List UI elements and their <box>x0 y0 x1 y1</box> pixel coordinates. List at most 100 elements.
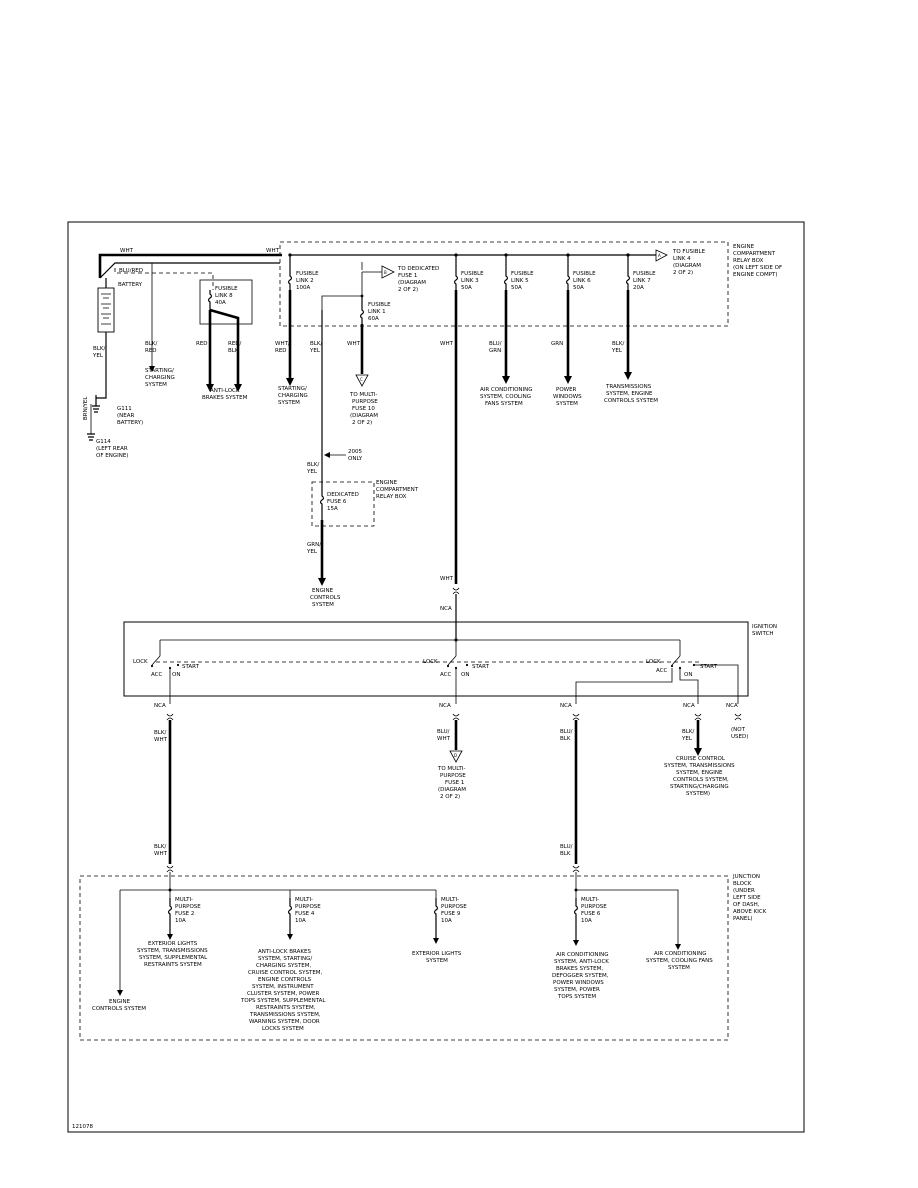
svg-text:40A: 40A <box>215 300 226 306</box>
svg-text:PURPOSE: PURPOSE <box>352 399 378 405</box>
svg-text:B: B <box>384 270 387 275</box>
arrow-down-icon <box>167 934 173 940</box>
svg-text:WHT: WHT <box>347 341 361 347</box>
arrow-down-icon <box>433 938 439 944</box>
wire-red-blk-abs <box>209 308 240 388</box>
engine-controls-label-1: ENGINE CONTROLS SYSTEM <box>310 588 341 608</box>
svg-text:POWER: POWER <box>556 387 577 393</box>
svg-text:EXTERIOR LIGHTS: EXTERIOR LIGHTS <box>148 941 198 947</box>
arrow-left-icon <box>324 452 330 458</box>
svg-text:BLK/: BLK/ <box>310 341 322 347</box>
dedicated-fuse-1-label: TO DEDICATED FUSE 1 (DIAGRAM 2 OF 2) <box>397 266 439 293</box>
svg-text:(UNDER: (UNDER <box>733 888 755 894</box>
svg-text:ACC: ACC <box>656 668 668 674</box>
svg-text:BLU/: BLU/ <box>560 844 573 850</box>
fuse-icon <box>319 488 325 520</box>
ignition-bus <box>159 639 681 656</box>
svg-text:CHARGING SYSTEM,: CHARGING SYSTEM, <box>256 963 311 969</box>
connector-icon <box>572 865 580 873</box>
svg-text:LINK 2: LINK 2 <box>296 278 314 284</box>
svg-text:20A: 20A <box>633 285 644 291</box>
dedicated-fuse-6-box-label: ENGINE COMPARTMENT RELAY BOX <box>376 480 419 500</box>
mp-fuse-6-label: MULTI- PURPOSE FUSE 6 10A <box>581 897 607 924</box>
svg-text:RED: RED <box>275 348 287 354</box>
svg-text:FUSIBLE: FUSIBLE <box>573 271 596 277</box>
svg-text:BLU/: BLU/ <box>489 341 502 347</box>
svg-text:RED: RED <box>145 348 157 354</box>
svg-text:SYSTEM, INSTRUMENT: SYSTEM, INSTRUMENT <box>252 984 314 990</box>
fuse-icon <box>287 898 293 936</box>
svg-text:LOCK: LOCK <box>646 659 661 665</box>
svg-text:CRUISE CONTROL: CRUISE CONTROL <box>676 756 726 762</box>
svg-text:RELAY BOX: RELAY BOX <box>733 258 764 264</box>
arrow-down-icon <box>149 366 155 372</box>
svg-text:USED): USED) <box>731 734 748 740</box>
svg-text:PANEL): PANEL) <box>733 916 753 922</box>
wire-label-brn-yel: BRN/YEL <box>83 396 89 420</box>
svg-text:BLK/: BLK/ <box>612 341 624 347</box>
svg-text:A: A <box>658 253 661 258</box>
svg-text:FUSE 1: FUSE 1 <box>398 273 417 279</box>
svg-text:LOCK: LOCK <box>423 659 438 665</box>
svg-text:LINK 7: LINK 7 <box>633 278 651 284</box>
svg-text:2005: 2005 <box>348 449 362 455</box>
fusible-link-8-label: FUSIBLE LINK 8 40A <box>215 286 238 306</box>
svg-text:FUSIBLE: FUSIBLE <box>215 286 238 292</box>
cruise-control-label: CRUISE CONTROL SYSTEM, TRANSMISSIONS SYS… <box>664 756 735 797</box>
svg-text:G114: G114 <box>96 439 111 445</box>
svg-text:ABOVE KICK: ABOVE KICK <box>733 909 767 915</box>
svg-text:SYSTEM, ENGINE: SYSTEM, ENGINE <box>606 391 653 397</box>
svg-text:TO DEDICATED: TO DEDICATED <box>397 266 439 272</box>
fuse-icon <box>359 296 365 324</box>
svg-text:LINK 4: LINK 4 <box>673 256 691 262</box>
battery-ground-wire <box>96 332 107 399</box>
svg-text:MULTI-: MULTI- <box>581 897 599 903</box>
svg-text:WHT: WHT <box>440 576 454 582</box>
svg-text:START: START <box>472 664 490 670</box>
svg-text:2 OF 2): 2 OF 2) <box>440 794 460 800</box>
svg-text:SYSTEM, TRANSMISSIONS: SYSTEM, TRANSMISSIONS <box>664 763 735 769</box>
svg-text:FUSE 2: FUSE 2 <box>175 911 194 917</box>
svg-text:ENGINE: ENGINE <box>733 244 755 250</box>
svg-text:D: D <box>454 753 457 758</box>
svg-text:PURPOSE: PURPOSE <box>175 904 201 910</box>
svg-text:10A: 10A <box>581 918 592 924</box>
svg-text:PURPOSE: PURPOSE <box>295 904 321 910</box>
mp-fuse-2-label: MULTI- PURPOSE FUSE 2 10A <box>175 897 201 924</box>
fuse-icon <box>207 290 213 310</box>
arrow-down-icon <box>502 376 510 384</box>
svg-text:LINK 5: LINK 5 <box>511 278 529 284</box>
ignition-switch-box <box>123 621 749 697</box>
svg-text:WHT: WHT <box>437 736 451 742</box>
svg-text:LINK 6: LINK 6 <box>573 278 591 284</box>
svg-text:BLU/: BLU/ <box>437 729 450 735</box>
svg-text:SYSTEM: SYSTEM <box>312 602 334 608</box>
svg-text:COMPARTMENT: COMPARTMENT <box>733 251 776 257</box>
svg-text:TRANSMISSIONS SYSTEM,: TRANSMISSIONS SYSTEM, <box>249 1012 321 1018</box>
fuse-icon <box>503 255 509 290</box>
svg-text:NCA: NCA <box>440 606 452 612</box>
svg-text:YEL: YEL <box>306 549 318 555</box>
arrow-down-icon <box>206 384 214 392</box>
bus-node <box>574 888 578 892</box>
svg-text:SYSTEM, ENGINE: SYSTEM, ENGINE <box>676 770 723 776</box>
svg-text:ON: ON <box>172 672 180 678</box>
svg-text:PURPOSE: PURPOSE <box>581 904 607 910</box>
svg-text:FUSIBLE: FUSIBLE <box>368 302 391 308</box>
svg-text:BRAKES SYSTEM: BRAKES SYSTEM <box>202 395 248 401</box>
battery-symbol <box>97 278 115 333</box>
fusible-link-4-ref-label: TO FUSIBLE LINK 4 (DIAGRAM 2 OF 2) <box>672 249 706 276</box>
transmissions-engine-label: TRANSMISSIONS SYSTEM, ENGINE CONTROLS SY… <box>604 384 658 404</box>
abs-label: ANTI-LOCK BRAKES SYSTEM <box>202 388 248 401</box>
ignition-section-3: LOCK ACC ON START <box>575 655 739 704</box>
svg-text:FUSE 10: FUSE 10 <box>352 406 375 412</box>
arrow-down-icon <box>573 940 579 946</box>
battery-label: BATTERY <box>118 282 143 288</box>
model-note-label: 2005 ONLY <box>348 449 363 462</box>
connector-icon <box>734 713 742 721</box>
wire-battery-diag <box>99 262 280 279</box>
svg-text:CONTROLS SYSTEM,: CONTROLS SYSTEM, <box>673 777 729 783</box>
arrow-down-icon <box>318 578 326 586</box>
exterior-lights-label-2: EXTERIOR LIGHTS SYSTEM <box>412 951 462 964</box>
not-used-label: (NOT USED) <box>731 727 748 740</box>
